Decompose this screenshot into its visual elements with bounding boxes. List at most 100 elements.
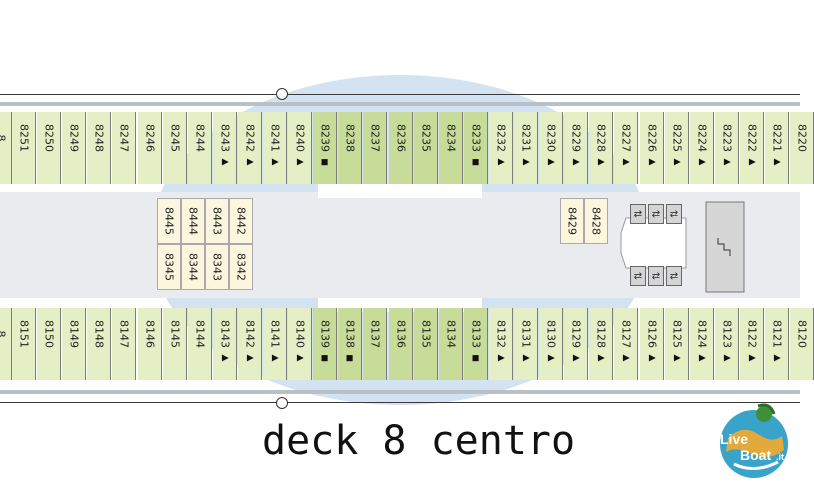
cabin[interactable]: 8223▲ (714, 112, 739, 184)
cabin[interactable]: 8146 (137, 308, 162, 380)
cabin[interactable]: 8345 (157, 244, 181, 290)
cabin[interactable]: 8121▲ (765, 308, 789, 380)
cabin-number: 8122 (745, 320, 759, 348)
cabin[interactable]: 8247 (112, 112, 137, 184)
cabin[interactable]: 8234 (438, 112, 463, 184)
cabin[interactable]: 8144 (187, 308, 212, 380)
cabin[interactable]: 8222▲ (739, 112, 764, 184)
cabin[interactable]: 8225▲ (664, 112, 689, 184)
cabin-number: 8148 (92, 320, 106, 348)
triangle-icon: ▲ (772, 354, 782, 362)
triangle-icon: ▲ (571, 354, 582, 362)
cabin[interactable]: 8128▲ (589, 308, 614, 380)
cabin[interactable]: 8227▲ (614, 112, 639, 184)
cabin[interactable]: 8240▲ (288, 112, 313, 184)
cabin[interactable]: 8238 (338, 112, 363, 184)
cabin[interactable]: 8342 (229, 244, 253, 290)
triangle-icon: ▲ (244, 354, 255, 362)
cabin[interactable]: 8127▲ (614, 308, 639, 380)
cabin[interactable]: 8151 (12, 308, 36, 380)
cabin[interactable]: 8142▲ (237, 308, 262, 380)
cabin-number: 8243 (218, 124, 232, 152)
cabin[interactable]: 8235 (413, 112, 438, 184)
cabin[interactable]: 8149 (62, 308, 87, 380)
cabin[interactable]: 8429 (560, 198, 584, 244)
cabin[interactable]: 8443 (205, 198, 229, 244)
cabin[interactable]: 8136 (388, 308, 413, 380)
cabin[interactable]: 8344 (181, 244, 205, 290)
cabin[interactable]: 8249 (62, 112, 87, 184)
elevator-icon: ⇄ (630, 266, 646, 286)
cabin[interactable]: 8237 (363, 112, 388, 184)
cabin[interactable]: 8245 (162, 112, 187, 184)
cabin[interactable]: 8243▲ (212, 112, 237, 184)
cabin[interactable]: 8445 (157, 198, 181, 244)
cabin[interactable]: 8444 (181, 198, 205, 244)
cabin[interactable]: 8231▲ (514, 112, 538, 184)
cabin-number: 8146 (143, 320, 156, 348)
cabin[interactable]: 8221▲ (765, 112, 789, 184)
cabin[interactable]: 8248 (87, 112, 112, 184)
cabin[interactable]: 8125▲ (664, 308, 689, 380)
cabin[interactable]: 8 (0, 112, 12, 184)
cabin[interactable]: 8150 (37, 308, 62, 380)
cabin[interactable]: 8134 (438, 308, 463, 380)
cabin[interactable]: 8124▲ (689, 308, 714, 380)
cabin[interactable]: 8250 (37, 112, 62, 184)
triangle-icon: ▲ (571, 158, 582, 166)
cabin[interactable]: 8232▲ (488, 112, 513, 184)
cabin-number: 8224 (695, 124, 709, 152)
cabin-number: 8149 (67, 320, 81, 348)
cabin[interactable]: 8141▲ (263, 308, 287, 380)
cabin[interactable]: 8233■ (463, 112, 488, 184)
cabin[interactable]: 8123▲ (714, 308, 739, 380)
cabin[interactable]: 8133■ (463, 308, 488, 380)
cabin[interactable]: 8130▲ (539, 308, 564, 380)
cabin-number: 8 (0, 331, 8, 338)
cabin[interactable]: 8147 (112, 308, 137, 380)
cabin[interactable]: 8442 (229, 198, 253, 244)
cabin-number: 8137 (368, 320, 382, 348)
cabin[interactable]: 8230▲ (539, 112, 564, 184)
cabin[interactable]: 8244 (187, 112, 212, 184)
cabin[interactable]: 8126▲ (639, 308, 664, 380)
cabin[interactable]: 8239■ (313, 112, 338, 184)
cabin[interactable]: 8242▲ (237, 112, 262, 184)
cabin[interactable]: 8129▲ (564, 308, 589, 380)
cabin[interactable]: 8137 (363, 308, 388, 380)
cabin[interactable]: 8120 (790, 308, 814, 380)
cabin-number: 8228 (594, 124, 608, 152)
cabin-number: 8248 (92, 124, 106, 152)
cabin-number: 8241 (268, 124, 282, 152)
cabin[interactable]: 8132▲ (488, 308, 513, 380)
cabin[interactable]: 8428 (584, 198, 608, 244)
hull-band-bottom (0, 390, 800, 394)
cabin-number: 8246 (143, 124, 156, 152)
square-icon: ■ (471, 158, 481, 166)
cabin[interactable]: 8140▲ (288, 308, 313, 380)
cabin[interactable]: 8224▲ (689, 112, 714, 184)
cabin[interactable]: 8228▲ (589, 112, 614, 184)
cabin[interactable]: 8226▲ (639, 112, 664, 184)
cabin[interactable]: 8122▲ (739, 308, 764, 380)
cabin[interactable]: 8220 (790, 112, 814, 184)
cabin[interactable]: 8236 (388, 112, 413, 184)
cabin[interactable]: 8138■ (338, 308, 363, 380)
cabin[interactable]: 8135 (413, 308, 438, 380)
cabin[interactable]: 8 (0, 308, 12, 380)
cabin-number: 8127 (619, 320, 633, 348)
cabin-number: 8220 (795, 124, 809, 152)
cabin[interactable]: 8246 (137, 112, 162, 184)
cabin[interactable]: 8148 (87, 308, 112, 380)
cabin[interactable]: 8229▲ (564, 112, 589, 184)
cabin[interactable]: 8145 (162, 308, 187, 380)
cabin[interactable]: 8131▲ (514, 308, 538, 380)
cabin[interactable]: 8241▲ (263, 112, 287, 184)
cabin[interactable]: 8143▲ (212, 308, 237, 380)
triangle-icon: ▲ (219, 354, 230, 362)
cabin[interactable]: 8251 (12, 112, 36, 184)
cabin[interactable]: 8139■ (313, 308, 338, 380)
cabin[interactable]: 8343 (205, 244, 229, 290)
elevator-icon: ⇄ (648, 266, 664, 286)
cabin-number: 8145 (168, 320, 182, 348)
